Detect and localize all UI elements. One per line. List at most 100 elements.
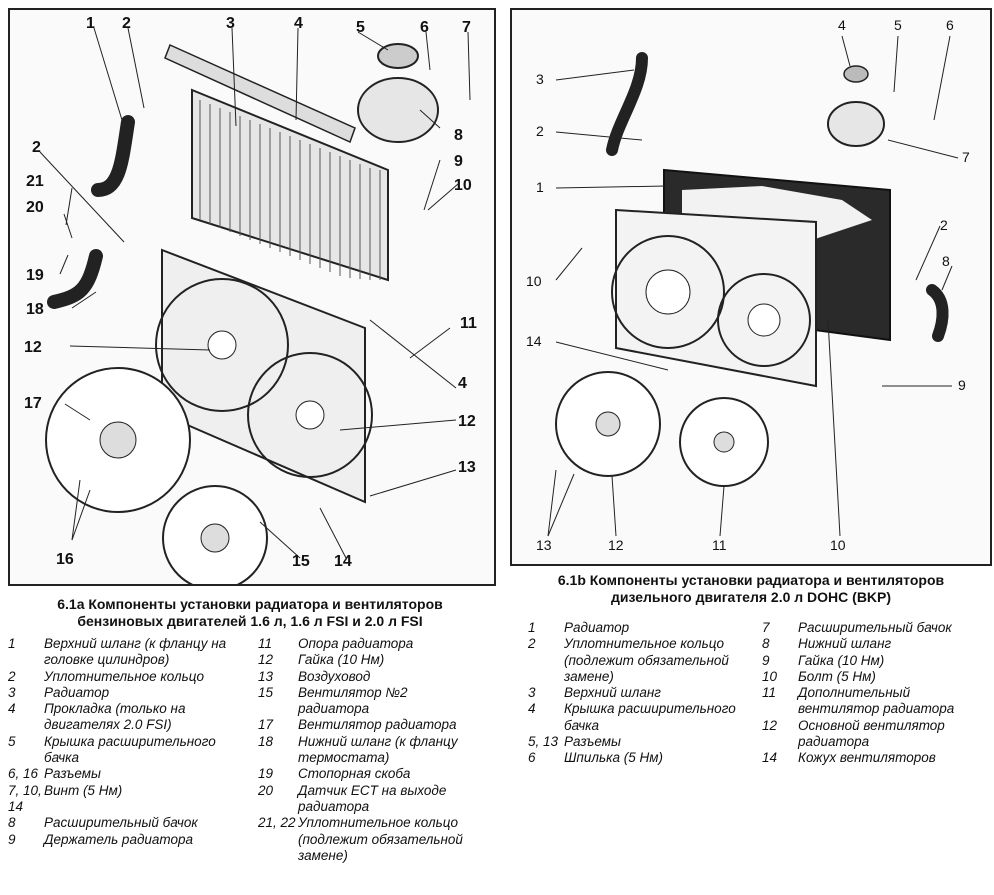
legend-item-number: 21, 22 — [258, 815, 296, 831]
legend-item: 13 Воздуховод — [258, 669, 478, 685]
legend-item: 19 Стопорная скоба — [258, 766, 478, 782]
legend-item-number: 19 — [258, 766, 274, 782]
caption-a: 6.1a Компоненты установки радиатора и ве… — [20, 596, 480, 630]
legend-item-number: 11 — [762, 685, 777, 701]
figure-a-illustration: 1 2 3 4 5 6 7 2 8 9 10 21 20 19 18 11 12… — [24, 15, 477, 584]
legend-item-number: 5 — [8, 733, 16, 749]
legend-item-text: Нижний шланг (к фланцу термостата) — [298, 733, 458, 766]
callout-13: 13 — [536, 537, 552, 553]
legend-item-number: 7, 10, 14 — [8, 782, 42, 814]
legend-item-number: 3 — [8, 684, 16, 700]
fan-15-a — [162, 485, 268, 584]
legend-item-number: 3 — [528, 685, 536, 701]
legend-item-text: Нижний шланг — [798, 636, 892, 652]
legend-item-number: 11 — [258, 636, 273, 651]
legend-item-text: Разъемы — [564, 734, 621, 750]
callout-3: 3 — [536, 71, 544, 87]
legend-item: 5 Крышка расширительного бачка — [8, 734, 248, 767]
legend-item-text: Гайка (10 Нм) — [298, 652, 385, 668]
callout-2: 2 — [536, 123, 544, 139]
fan-12-b — [555, 371, 661, 477]
legend-item-text: Прокладка (только на двигателях 2.0 FSI) — [44, 701, 186, 733]
legend-item: 18 Нижний шланг (к фланцу термостата) — [258, 734, 478, 767]
legend-item-text: Вентилятор радиатора — [298, 717, 457, 733]
legend-item-text: Опора радиатора — [298, 636, 414, 651]
callout-1: 1 — [536, 179, 544, 195]
legend-item-number: 6 — [528, 750, 536, 766]
lower-hose-b — [926, 284, 949, 342]
legend-item-text: Датчик ECT на выходе радиатора — [298, 782, 447, 814]
fan-17-a — [45, 367, 191, 513]
legend-item-number: 8 — [762, 636, 770, 652]
legend-item-text: Уплотнительное кольцо (подлежит обязател… — [564, 636, 729, 684]
legend-item-text: Разъемы — [44, 766, 101, 782]
callout-6: 6 — [420, 19, 429, 36]
legend-item-number: 18 — [258, 733, 274, 749]
callout-7: 7 — [962, 149, 970, 165]
callout-11: 11 — [460, 315, 477, 332]
legend-item: 11 Опора радиатора — [258, 636, 478, 652]
callout-2-lower: 2 — [32, 139, 41, 156]
legend-item-text: Стопорная скоба — [298, 766, 411, 782]
callout-16: 16 — [56, 551, 74, 568]
callout-7: 7 — [462, 19, 471, 36]
legend-item-text: Уплотнительное кольцо — [44, 668, 204, 684]
legend-item-text: Держатель радиатора — [44, 831, 194, 847]
callout-4: 4 — [838, 17, 846, 33]
fan-shroud-b — [611, 208, 817, 388]
callout-9: 9 — [958, 377, 966, 393]
callout-12-lower: 12 — [458, 413, 476, 430]
upper-hose-a — [91, 115, 135, 197]
legend-item-number: 14 — [762, 750, 778, 766]
fan-11-b — [679, 397, 769, 487]
callout-10: 10 — [526, 273, 542, 289]
legend-item-text: Гайка (10 Нм) — [798, 652, 885, 668]
legend-item-text: Верхний шланг (к фланцу на головке цилин… — [44, 636, 227, 668]
callout-8: 8 — [942, 253, 950, 269]
callout-18: 18 — [26, 301, 44, 318]
caption-a-line1: 6.1a Компоненты установки радиатора и ве… — [57, 596, 443, 612]
callout-8: 8 — [454, 127, 463, 144]
legend-item-text: Болт (5 Нм) — [798, 668, 876, 684]
legend-item-text: Крышка расширительного бачка — [44, 733, 216, 766]
legend-item-number: 13 — [258, 668, 274, 684]
legend-item-number: 8 — [8, 815, 16, 831]
legend-item-number: 4 — [8, 701, 16, 717]
legend-item-text: Воздуховод — [298, 668, 371, 684]
expansion-tank-a — [357, 43, 439, 143]
legend-item-number: 5, 13 — [528, 734, 559, 750]
legend-item-number: 9 — [762, 652, 770, 668]
legend-item-text: Винт (5 Нм) — [44, 782, 123, 798]
legend-item: 3 Верхний шланг — [528, 685, 758, 701]
radiator-a — [164, 43, 389, 282]
legend-item: 8 Нижний шланг — [762, 636, 988, 652]
legend-item-text: Радиатор — [564, 620, 630, 635]
caption-a-line2: бензиновых двигателей 1.6 л, 1.6 л FSI и… — [77, 613, 423, 629]
callout-17: 17 — [24, 395, 42, 412]
legend-item-text: Уплотнительное кольцо (подлежит обязател… — [298, 815, 463, 863]
figure-b-illustration: 3 4 5 6 2 7 1 2 8 10 14 9 13 12 11 10 — [526, 17, 970, 553]
callout-21: 21 — [26, 173, 44, 190]
callout-12: 12 — [608, 537, 624, 553]
caption-b-line1: 6.1b Компоненты установки радиатора и ве… — [557, 572, 945, 588]
legend-item-text: Верхний шланг — [564, 685, 661, 701]
callout-13: 13 — [458, 459, 476, 476]
expansion-tank-b — [827, 65, 885, 147]
